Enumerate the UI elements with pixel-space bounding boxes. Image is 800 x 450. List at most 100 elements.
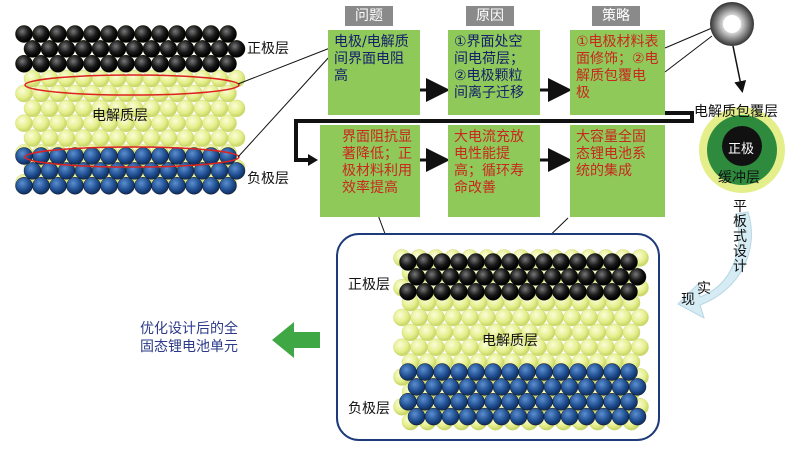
anode-particle xyxy=(83,177,101,195)
anode-particle xyxy=(492,407,511,426)
electrolyte-particle xyxy=(563,308,581,327)
electrolyte-particle xyxy=(202,114,220,132)
cathode-particle xyxy=(484,253,502,271)
anode-particle xyxy=(32,177,50,195)
strategy-top-box: ①电极材料表面修饰；②电解质包覆电极 xyxy=(570,30,665,115)
cathode-particle xyxy=(441,268,460,286)
left-cathode-label: 正极层 xyxy=(247,41,289,57)
electrolyte-particle xyxy=(452,323,471,342)
cathode-particle xyxy=(74,40,93,58)
electrolyte-particle xyxy=(40,99,59,118)
electrolyte-particle xyxy=(193,129,212,147)
cathode-particle xyxy=(159,40,178,58)
cathode-particle xyxy=(83,25,101,43)
cathode-particle xyxy=(603,253,621,271)
electrolyte-particle xyxy=(210,129,229,147)
anode-particle xyxy=(501,393,519,411)
electrolyte-particle xyxy=(151,114,169,132)
electrolyte-particle xyxy=(580,308,598,327)
anode-particle xyxy=(586,363,604,381)
anode-particle xyxy=(151,177,169,195)
electrolyte-particle xyxy=(631,338,649,356)
anode-particle xyxy=(586,393,604,411)
electrolyte-particle xyxy=(546,338,564,356)
electrolyte-particle xyxy=(444,338,462,356)
anode-particle xyxy=(577,407,596,426)
cathode-core xyxy=(722,126,762,166)
electrolyte-particle xyxy=(427,338,445,356)
cathode-particle xyxy=(168,55,186,73)
cathode-particle xyxy=(32,55,50,73)
electrolyte-particle xyxy=(614,338,632,356)
electrolyte-particle xyxy=(32,84,50,103)
electrolyte-particle xyxy=(91,69,110,88)
optimized-arrow xyxy=(272,322,320,358)
anode-particle xyxy=(509,407,528,426)
electrolyte-particle xyxy=(74,129,93,147)
coating-label: 电解质包覆层 xyxy=(694,104,778,120)
electrolyte-particle xyxy=(622,323,641,342)
header-problem: 问题 xyxy=(345,6,393,26)
anode-particle xyxy=(518,393,536,411)
electrolyte-particle xyxy=(219,114,237,132)
cathode-particle xyxy=(151,55,169,73)
anode-particle xyxy=(543,378,562,396)
anode-particle xyxy=(117,177,135,195)
anode-particle xyxy=(407,407,426,426)
anode-particle xyxy=(611,378,630,396)
cathode-particle xyxy=(603,283,621,301)
cathode-particle xyxy=(202,25,220,43)
cathode-particle xyxy=(424,268,443,286)
optimized-cell-label: 优化设计后的全 固态锂电池单元 xyxy=(140,321,238,355)
electrolyte-particle xyxy=(23,129,42,147)
electrolyte-particle xyxy=(74,69,93,88)
electrolyte-particle xyxy=(512,308,530,327)
cause-top-box: ①界面处空间电荷层；②电极颗粒间离子迁移 xyxy=(448,30,540,115)
anode-particle xyxy=(484,393,502,411)
anode-particle xyxy=(100,177,118,195)
anode-particle xyxy=(407,378,426,396)
anode-particle xyxy=(202,177,220,195)
anode-particle xyxy=(484,363,502,381)
connector-line xyxy=(237,47,331,85)
cathode-particle xyxy=(620,283,638,301)
anode-particle xyxy=(168,177,186,195)
cathode-particle xyxy=(416,283,434,301)
electrolyte-particle xyxy=(563,338,581,356)
bottom-electrolyte-label: 电解质层 xyxy=(482,333,538,349)
anode-particle xyxy=(142,162,161,180)
cathode-particle xyxy=(151,25,169,43)
anode-particle xyxy=(620,363,638,381)
cathode-particle xyxy=(628,268,647,286)
cathode-particle xyxy=(100,25,118,43)
bottom-cathode-label: 正极层 xyxy=(348,277,390,293)
cathode-particle xyxy=(518,253,536,271)
anode-particle xyxy=(424,407,443,426)
cathode-particle xyxy=(552,283,570,301)
bottom-anode-particles xyxy=(399,363,647,426)
electrolyte-particle xyxy=(393,308,411,327)
buffer-label: 缓冲层 xyxy=(718,170,760,186)
anode-particle xyxy=(526,407,545,426)
anode-particle xyxy=(569,393,587,411)
cathode-particle xyxy=(433,283,451,301)
cathode-particle xyxy=(168,25,186,43)
cathode-particle xyxy=(125,40,144,58)
anode-particle xyxy=(185,147,203,165)
anode-particle xyxy=(569,363,587,381)
electrolyte-particle xyxy=(91,129,110,147)
strategy-bottom-box: 大容量全固态锂电池系统的集成 xyxy=(570,125,665,217)
anode-particle xyxy=(91,162,110,180)
cathode-particle xyxy=(535,283,553,301)
electrolyte-particle xyxy=(159,129,178,147)
electrolyte-particle xyxy=(571,323,590,342)
anode-particle xyxy=(628,378,647,396)
anode-particle xyxy=(450,363,468,381)
left-electrolyte-label: 电解质层 xyxy=(92,108,148,124)
flat-design-arrow xyxy=(677,211,752,320)
electrolyte-particle xyxy=(74,99,93,118)
anode-particle xyxy=(603,393,621,411)
left-cathode-particles xyxy=(15,25,246,73)
electrolyte-particle xyxy=(529,308,547,327)
